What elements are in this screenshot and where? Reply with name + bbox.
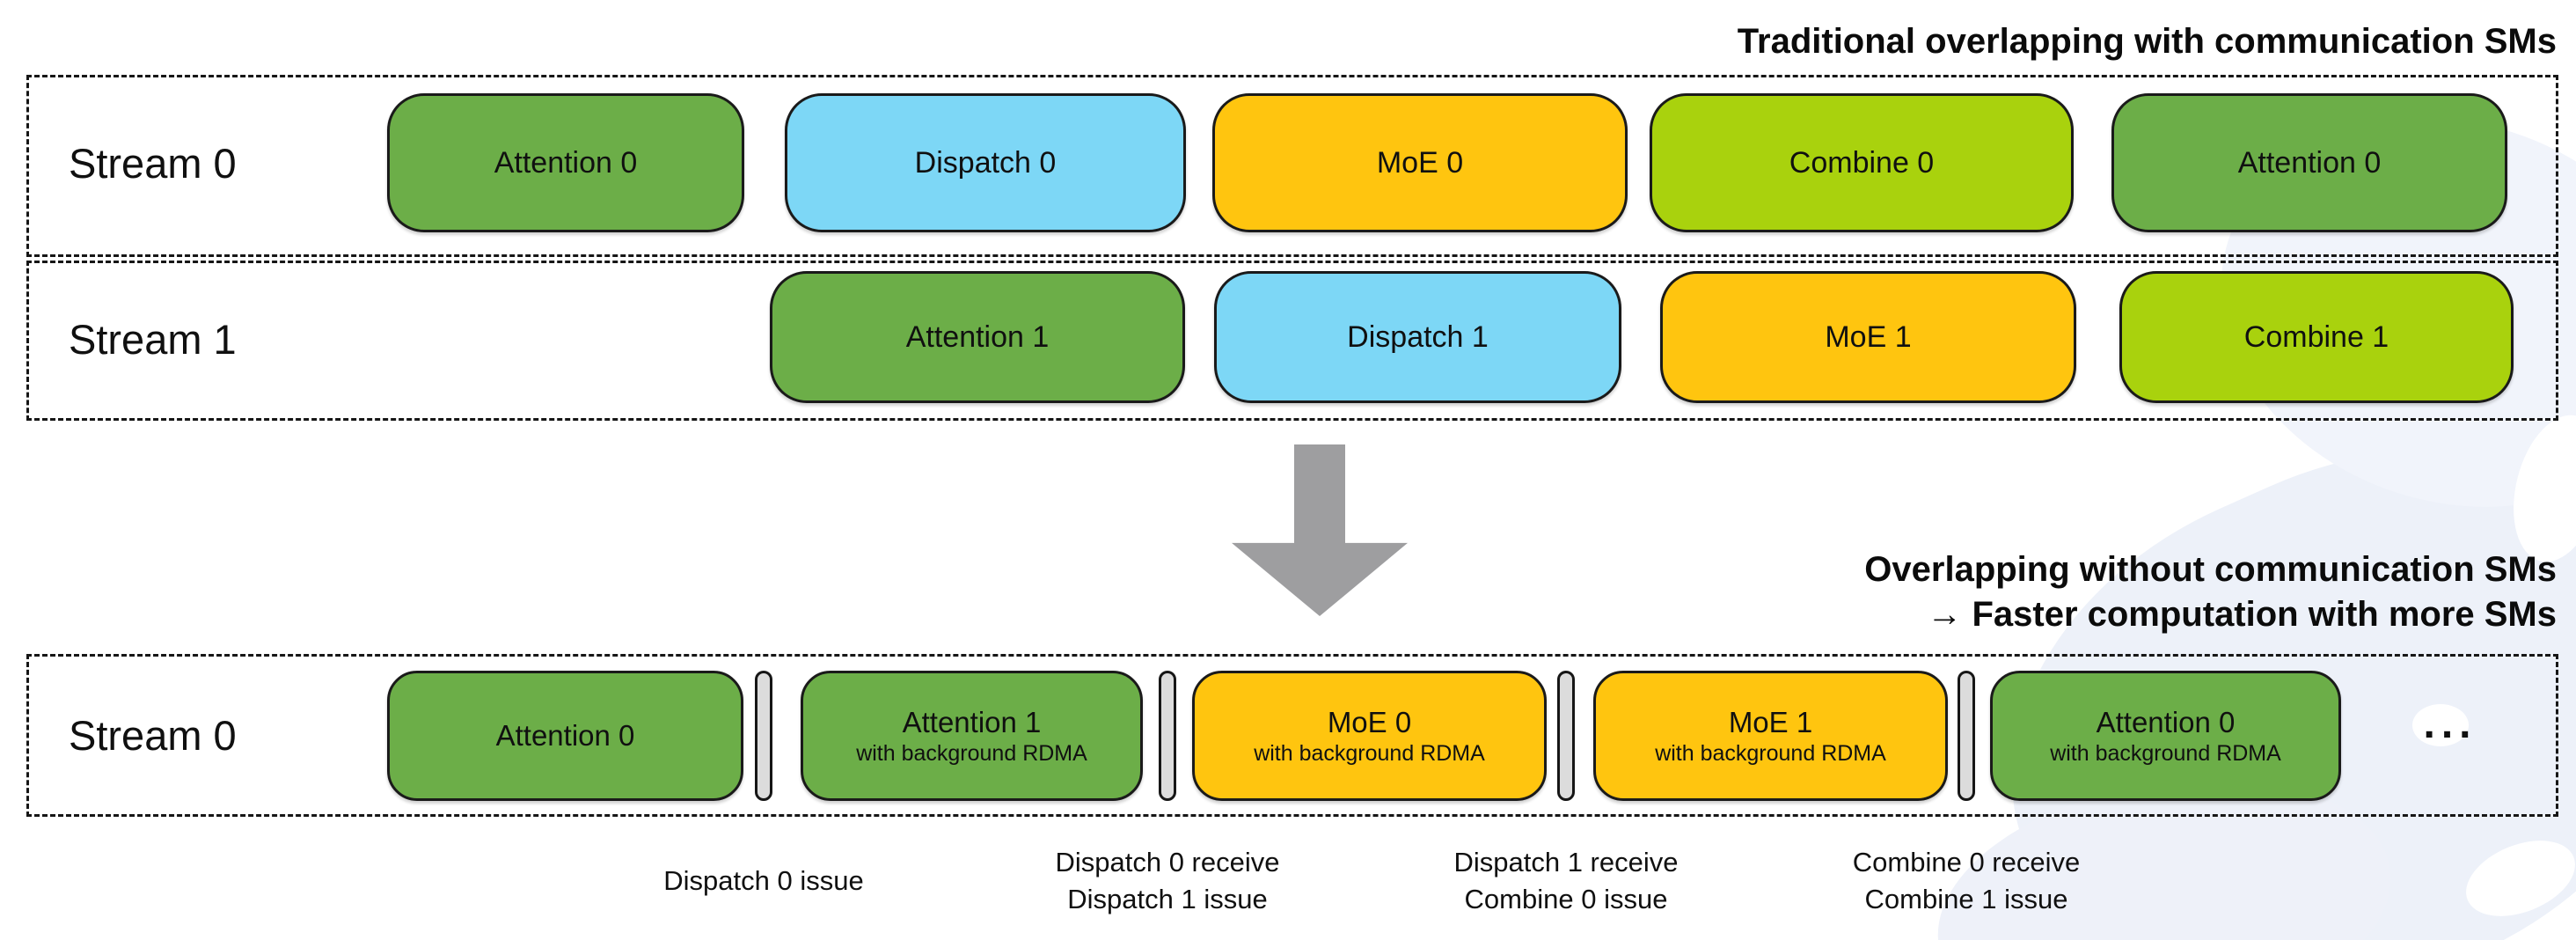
box-label: MoE 0 [1327, 705, 1412, 738]
box-label: Attention 0 [2237, 146, 2382, 180]
bottom-section-title: Overlapping without communication SMs → … [1864, 547, 2557, 637]
timeline-box-dispatch-0: Dispatch 0 [785, 93, 1186, 232]
continuation-ellipsis: ... [2423, 701, 2477, 747]
annotation-line: Dispatch 0 issue [663, 865, 864, 896]
annotation-dispatch-0-issue: Dispatch 0 issue [561, 841, 966, 921]
bottom-title-line-1: Overlapping without communication SMs [1864, 550, 2557, 589]
watermark-highlight [2455, 826, 2576, 931]
kernel-boundary-bar [1958, 671, 1975, 801]
stream-0-top-label: Stream 0 [69, 140, 237, 187]
box-sublabel: with background RDMA [1254, 740, 1485, 766]
box-label: Attention 0 [494, 146, 638, 180]
box-label: MoE 1 [1728, 705, 1813, 738]
annotation-line: Combine 0 issue [1464, 884, 1668, 914]
box-label: Dispatch 0 [914, 146, 1057, 180]
box-sublabel: with background RDMA [1655, 740, 1886, 766]
timeline-box-attention-0: Attention 0 [387, 671, 743, 801]
timeline-box-moe-0: MoE 0 [1212, 93, 1628, 232]
annotation-line: Dispatch 1 issue [1067, 884, 1268, 914]
box-label: Attention 0 [2096, 705, 2236, 738]
box-label: Combine 0 [1789, 146, 1935, 180]
timeline-box-combine-1: Combine 1 [2119, 271, 2514, 403]
watermark-highlight [2499, 405, 2576, 572]
box-label: Combine 1 [2243, 320, 2389, 354]
stream-1-label: Stream 1 [69, 316, 237, 363]
timeline-box-dispatch-1: Dispatch 1 [1214, 271, 1621, 403]
annotation-line: Combine 0 receive [1852, 847, 2081, 878]
timeline-box-attention-0: Attention 0 [2111, 93, 2507, 232]
kernel-boundary-bar [1159, 671, 1176, 801]
annotation-line: Combine 1 issue [1864, 884, 2068, 914]
timeline-box-moe-1: MoE 1 [1660, 271, 2076, 403]
box-sublabel: with background RDMA [2050, 740, 2281, 766]
timeline-box-attention-0: Attention 0 [387, 93, 744, 232]
annotation-line: Dispatch 0 receive [1055, 847, 1280, 878]
kernel-boundary-bar [1557, 671, 1575, 801]
stream-0-bottom-label: Stream 0 [69, 712, 237, 759]
bottom-title-line-2: → Faster computation with more SMs [1927, 595, 2557, 634]
top-section-title: Traditional overlapping with communicati… [1737, 22, 2557, 61]
timeline-box-combine-0: Combine 0 [1650, 93, 2074, 232]
box-label: Attention 1 [902, 705, 1042, 738]
box-label: MoE 1 [1825, 320, 1912, 354]
box-label: Attention 0 [495, 719, 635, 752]
box-label: Attention 1 [905, 320, 1050, 354]
down-arrow-icon [1232, 444, 1408, 616]
box-sublabel: with background RDMA [856, 740, 1087, 766]
box-label: Dispatch 1 [1347, 320, 1489, 354]
box-label: MoE 0 [1376, 146, 1464, 180]
annotation-line: Dispatch 1 receive [1453, 847, 1679, 878]
timeline-box-attention-1: Attention 1 [770, 271, 1185, 403]
kernel-boundary-bar [755, 671, 772, 801]
